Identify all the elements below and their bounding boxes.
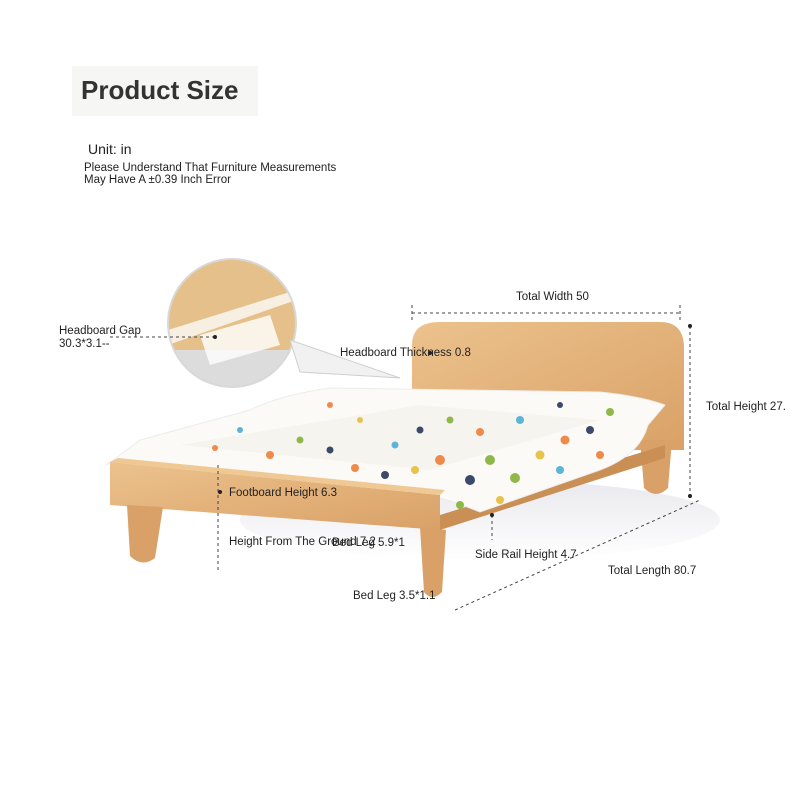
total-height-label: Total Height 27. (706, 401, 786, 413)
side-rail-height-label: Side Rail Height 4.7 (475, 549, 577, 561)
bedding-fold (180, 405, 600, 470)
dimension-lines (110, 305, 701, 611)
total-length-label: Total Length 80.7 (608, 565, 697, 577)
front-leg-right (420, 527, 446, 597)
page-title: Product Size (72, 66, 258, 116)
footboard-height-label: Footboard Height 6.3 (229, 487, 338, 499)
headboard-thickness-label: Headboard Thickness 0.8 (340, 347, 471, 359)
dimension-markers (213, 324, 692, 517)
bedding-dots (212, 402, 614, 509)
note-line-2: May Have A ±0.39 Inch Error (84, 174, 231, 186)
front-leg-left (127, 505, 163, 563)
bed-leg-top-label: Bed Leg 5.9*1 (332, 537, 405, 549)
headboard-gap-detail (167, 258, 401, 388)
footboard-top (110, 458, 445, 495)
unit-label: Unit: in (88, 141, 132, 157)
measurement-note: Please Understand That Furniture Measure… (84, 162, 384, 186)
note-line-1: Please Understand That Furniture Measure… (84, 162, 337, 174)
headboard-gap-label: Headboard Gap (59, 325, 141, 337)
bed-leg-bottom-label: Bed Leg 3.5*1.1 (353, 590, 436, 602)
footboard (110, 462, 440, 530)
total-width-label: Total Width 50 (516, 291, 589, 303)
headboard-gap-value: 30.3*3.1-- (59, 338, 110, 350)
height-from-ground-label: Height From The Ground 7.2 (229, 536, 376, 548)
